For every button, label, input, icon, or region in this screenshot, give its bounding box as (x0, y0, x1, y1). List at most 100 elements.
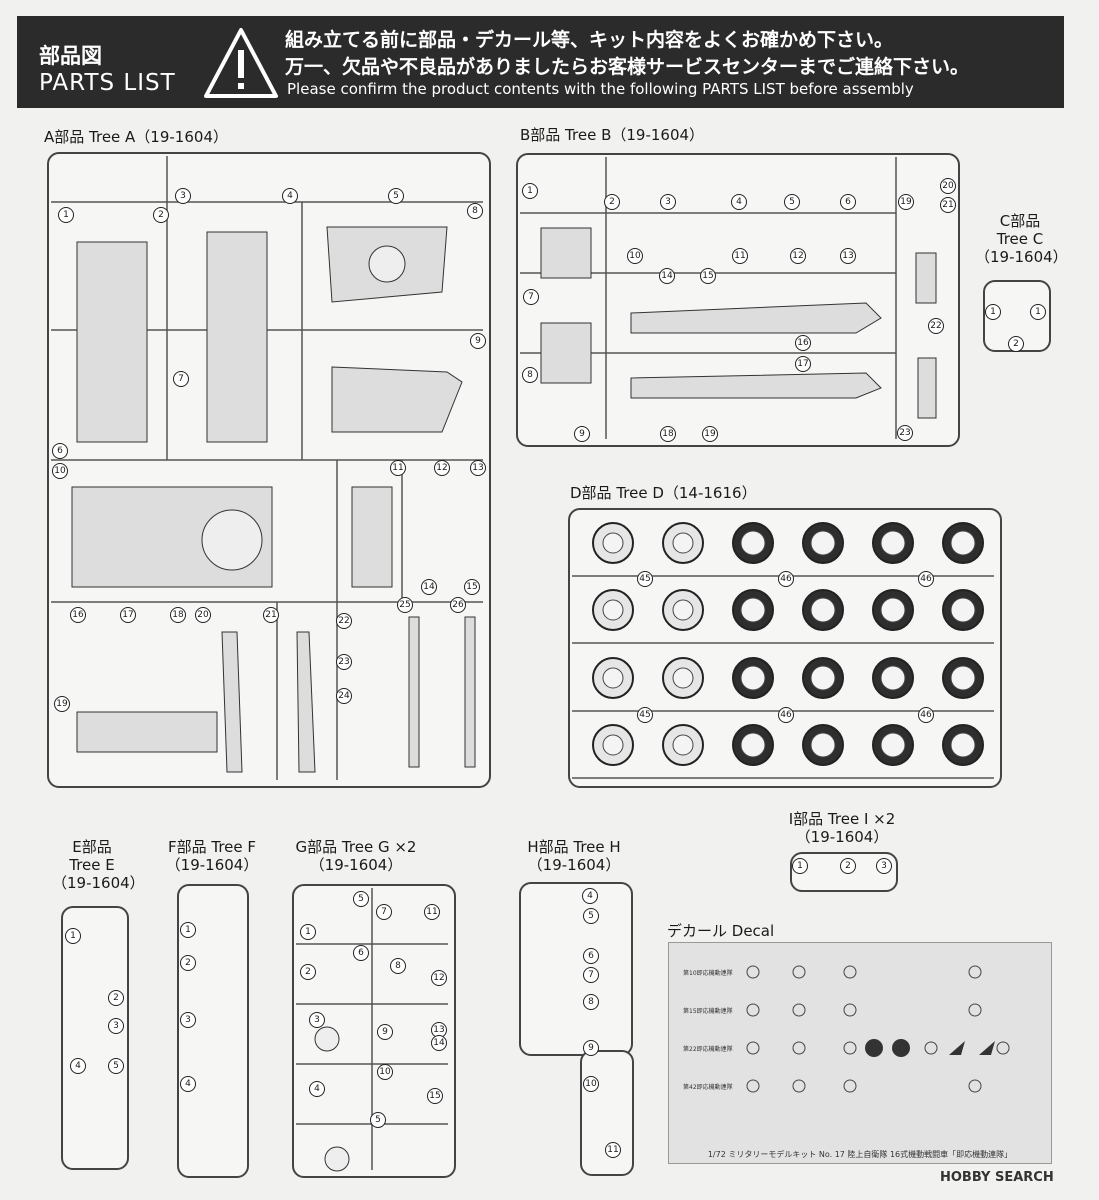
wheel-hub (740, 732, 766, 758)
wheel-hub (602, 734, 624, 756)
part-g-10: 10 (377, 1064, 393, 1080)
part-a-23: 23 (336, 654, 352, 670)
part-a-18: 18 (170, 607, 186, 623)
part-a-9: 9 (470, 333, 486, 349)
tree-e-label-3: （19-1604） (52, 874, 145, 892)
tree-g-label: G部品 Tree G ×2 （19-1604） (286, 838, 426, 874)
part-h-7: 7 (583, 967, 599, 983)
tree-b-label: B部品 Tree B（19-1604） (520, 126, 705, 144)
part-a-5: 5 (388, 188, 404, 204)
decal-label: デカール Decal (667, 922, 775, 940)
part-a-22: 22 (336, 613, 352, 629)
part-g-6: 6 (353, 945, 369, 961)
part-b-11: 11 (732, 248, 748, 264)
part-h-8: 8 (583, 994, 599, 1010)
wheel-hub (740, 597, 766, 623)
wheel-hub (672, 667, 694, 689)
part-g-8: 8 (390, 958, 406, 974)
part-c-1b: 1 (1030, 304, 1046, 320)
part-a-12: 12 (434, 460, 450, 476)
part-b-7: 7 (523, 289, 539, 305)
tree-h-label: H部品 Tree H （19-1604） (516, 838, 632, 874)
tree-d-wheels (572, 522, 994, 779)
tree-h-frame-top (519, 882, 633, 1056)
part-a-4: 4 (282, 188, 298, 204)
decal-row-4: 第42即応機動連隊 (683, 1084, 733, 1091)
wheel-hub (602, 599, 624, 621)
part-g-9: 9 (377, 1024, 393, 1040)
part-i-3: 3 (876, 858, 892, 874)
part-i-2: 2 (840, 858, 856, 874)
part-b-19: 19 (702, 426, 718, 442)
decal-row-1: 第10即応機動連隊 (683, 970, 733, 977)
part-g-7: 7 (376, 904, 392, 920)
part-e-3: 3 (108, 1018, 124, 1034)
tree-f-label: F部品 Tree F （19-1604） (152, 838, 272, 874)
part-b-17: 17 (795, 356, 811, 372)
tree-c-label-3: （19-1604） (975, 248, 1068, 266)
tree-f-label-1: F部品 Tree F (167, 838, 257, 856)
part-b-20: 20 (940, 178, 956, 194)
wheel-hub (950, 530, 976, 556)
wheel-hub (880, 530, 906, 556)
part-g-5b: 5 (370, 1112, 386, 1128)
tree-c-label-1: C部品 (999, 212, 1041, 230)
part-b-9: 9 (574, 426, 590, 442)
wheel-hub (880, 665, 906, 691)
tree-c-label-2: Tree C (996, 230, 1044, 248)
part-g-14: 14 (431, 1035, 447, 1051)
tree-e-label-2: Tree E (69, 856, 115, 874)
tree-e-frame (61, 906, 129, 1170)
tree-i-label: I部品 Tree I ×2 （19-1604） (780, 810, 904, 846)
part-b-10: 10 (627, 248, 643, 264)
part-f-4: 4 (180, 1076, 196, 1092)
tree-i-label-1: I部品 Tree I ×2 (788, 810, 896, 828)
part-f-2: 2 (180, 955, 196, 971)
wheel-hub (672, 734, 694, 756)
header-instruction-jp-1: 組み立てる前に部品・デカール等、キット内容をよくお確かめ下さい。 (285, 29, 894, 51)
tree-e-label-1: E部品 (72, 838, 112, 856)
header-title-en: PARTS LIST (39, 70, 176, 96)
part-f-1: 1 (180, 922, 196, 938)
part-a-19: 19 (54, 696, 70, 712)
part-d-45a: 45 (637, 571, 653, 587)
tree-h-label-2: （19-1604） (527, 856, 621, 874)
part-a-26: 26 (450, 597, 466, 613)
part-b-12: 12 (790, 248, 806, 264)
tree-h-label-1: H部品 Tree H (527, 838, 621, 856)
wheel-hub (810, 530, 836, 556)
part-b-18: 18 (660, 426, 676, 442)
part-a-1: 1 (58, 207, 74, 223)
part-a-2: 2 (153, 207, 169, 223)
part-h-4: 4 (582, 888, 598, 904)
decal-row-3: 第22即応機動連隊 (683, 1046, 733, 1053)
part-b-21: 21 (940, 197, 956, 213)
wheel-hub (672, 532, 694, 554)
part-g-2: 2 (300, 964, 316, 980)
wheel-hub (740, 530, 766, 556)
part-b-13: 13 (840, 248, 856, 264)
part-g-15: 15 (427, 1088, 443, 1104)
part-a-13: 13 (470, 460, 486, 476)
part-a-6: 6 (52, 443, 68, 459)
part-b-3: 3 (660, 194, 676, 210)
wheel-hub (672, 599, 694, 621)
part-b-19-top: 19 (898, 194, 914, 210)
tree-c-label: C部品 Tree C （19-1604） (975, 212, 1068, 266)
wheel-hub (950, 665, 976, 691)
part-a-8: 8 (467, 203, 483, 219)
part-a-21: 21 (263, 607, 279, 623)
part-a-7: 7 (173, 371, 189, 387)
tree-d-frame (568, 508, 1002, 788)
wheel-hub (950, 597, 976, 623)
header-title-jp: 部品図 (39, 44, 102, 68)
decal-sheet: 第10即応機動連隊 第15即応機動連隊 第22即応機動連隊 第42即応機動連隊 … (668, 942, 1052, 1164)
parts-list-header: 部品図 PARTS LIST 組み立てる前に部品・デカール等、キット内容をよくお… (17, 16, 1064, 108)
part-g-4: 4 (309, 1081, 325, 1097)
tree-h-frame-bottom (580, 1050, 634, 1176)
part-b-4: 4 (731, 194, 747, 210)
part-c-2: 2 (1008, 336, 1024, 352)
part-b-8: 8 (522, 367, 538, 383)
part-b-2: 2 (604, 194, 620, 210)
part-a-17: 17 (120, 607, 136, 623)
